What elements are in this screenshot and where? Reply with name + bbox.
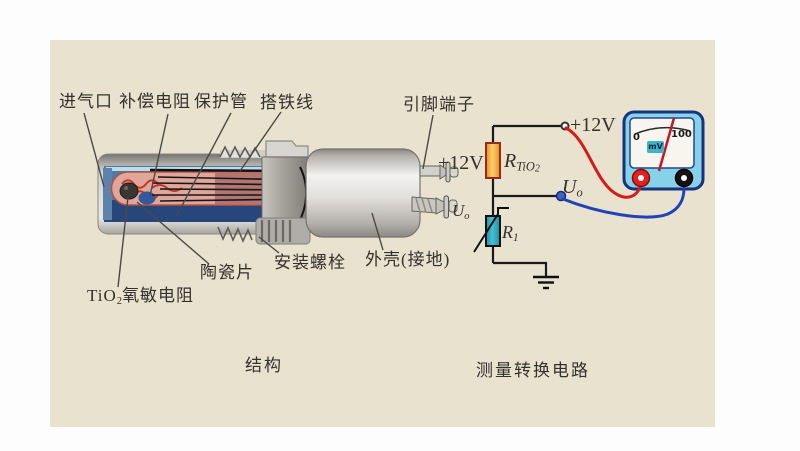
label-protection-tube: 保护管 (194, 92, 248, 111)
bolt-fins (260, 220, 292, 242)
caption-circuit: 测量转换电路 (476, 361, 590, 380)
air-inlet-strip (103, 168, 112, 220)
tio2-highlight (124, 186, 128, 190)
thermistor-r1 (485, 215, 501, 247)
housing-shell (305, 148, 421, 238)
sensor-illustration (97, 140, 459, 245)
label-resistor-rtio2: RTiO2 (504, 150, 540, 175)
leader-compensation-resistor (149, 113, 169, 197)
leader-pin-terminal (422, 114, 434, 170)
label-tio2-resistor: TiO2氧敏电阻 (87, 286, 195, 307)
leader-ground-strap (239, 111, 282, 172)
meter-unit-badge: mV (647, 141, 664, 153)
label-pin-supply: +12V (438, 152, 484, 174)
label-air-inlet: 进气口 (59, 92, 113, 111)
meter-positive-terminal (631, 168, 651, 188)
caption-structure: 结构 (245, 356, 283, 375)
circuit-diagram (473, 110, 705, 290)
label-ground-strap: 搭铁线 (260, 93, 314, 112)
blue-probe-wire (561, 186, 686, 219)
tio2-element (119, 182, 139, 200)
meter-negative-terminal (674, 168, 694, 188)
leader-ceramic-sheet (136, 201, 210, 265)
leader-lines (83, 111, 434, 288)
collar-block (265, 140, 309, 158)
circuit-wires (491, 124, 561, 276)
leader-mounting-bolt (258, 236, 280, 254)
leader-tio2 (117, 196, 129, 288)
label-pin-output: Uo (452, 201, 470, 222)
label-thermistor-r1: R1 (502, 222, 519, 245)
dial-arc (634, 126, 691, 135)
electrode-bead (138, 191, 156, 205)
label-housing-grounded: 外壳(接地) (365, 250, 451, 269)
meter-scale-max: 100 (671, 129, 692, 140)
ground-icon (533, 275, 559, 290)
thermistor-stroke (473, 207, 509, 253)
label-mounting-bolt: 安装螺栓 (274, 253, 346, 272)
thread-bottom (217, 225, 253, 244)
leader-protection-tube (175, 112, 232, 218)
meter-scale-min: 0 (633, 132, 640, 143)
red-probe-wire (564, 126, 643, 199)
pin-bottom (411, 195, 458, 219)
mounting-bolt-body (261, 156, 311, 222)
label-circuit-output: Uo (562, 176, 583, 200)
cavity-top-liner (106, 167, 306, 171)
label-circuit-supply: +12V (570, 114, 616, 136)
resistor-rtio2 (485, 142, 501, 179)
label-pin-terminal: 引脚端子 (403, 95, 475, 114)
pin-top (419, 161, 459, 183)
leader-housing (371, 212, 384, 251)
leader-air-inlet (83, 112, 105, 188)
label-ceramic-sheet: 陶瓷片 (200, 263, 254, 282)
label-compensation-resistor: 补偿电阻 (119, 92, 191, 111)
meter-needle (657, 117, 676, 172)
